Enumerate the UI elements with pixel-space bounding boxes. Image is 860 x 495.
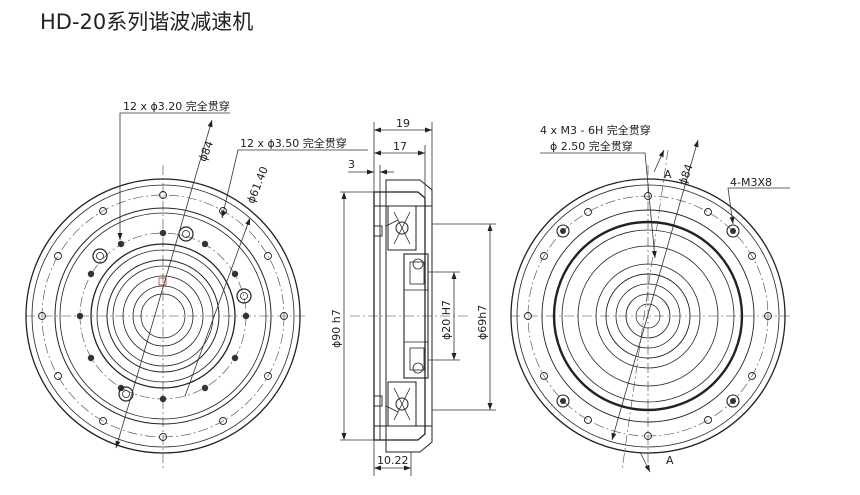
label-holes-outer: 12 x ϕ3.20 完全贯穿 <box>123 99 230 113</box>
label-thread-m3x8: 4-M3X8 <box>730 176 772 189</box>
label-dim-19: 19 <box>396 117 410 130</box>
label-dim-69h7: ϕ69h7 <box>476 305 489 340</box>
label-dim-20H7: ϕ20 H7 <box>440 300 453 340</box>
label-dim-3: 3 <box>348 158 355 171</box>
label-dim-10-22: 10.22 <box>377 454 409 467</box>
label-thread-drill: ϕ 2.50 完全贯穿 <box>550 139 633 153</box>
label-dim-90h7: ϕ90 h7 <box>330 309 343 348</box>
drawing-title: HD-20系列谐波减速机 <box>40 10 254 34</box>
label-dia-84-left: ϕ84 <box>196 139 216 164</box>
outer-hole-pattern <box>38 191 288 441</box>
label-section-a-bottom: A <box>666 454 674 467</box>
label-dia-61-40: ϕ61.40 <box>244 165 271 206</box>
right-back-view: 4 x M3 - 6H 完全贯穿 ϕ 2.50 完全贯穿 A A ϕ84 4-M… <box>510 123 790 473</box>
label-dim-17: 17 <box>393 140 407 153</box>
label-thread-holes: 4 x M3 - 6H 完全贯穿 <box>540 123 651 137</box>
label-holes-inner: 12 x ϕ3.50 完全贯穿 <box>240 136 347 150</box>
left-front-view: 12 x ϕ3.20 完全贯穿 12 x ϕ3.50 完全贯穿 ϕ84 ϕ61.… <box>25 99 368 470</box>
middle-section-view: 19 17 3 ϕ90 h7 ϕ20 H7 ϕ69h7 10.22 <box>330 117 496 476</box>
label-section-a-top: A <box>664 168 672 181</box>
threaded-holes <box>556 224 740 408</box>
label-dia-84-right: ϕ84 <box>676 162 695 186</box>
